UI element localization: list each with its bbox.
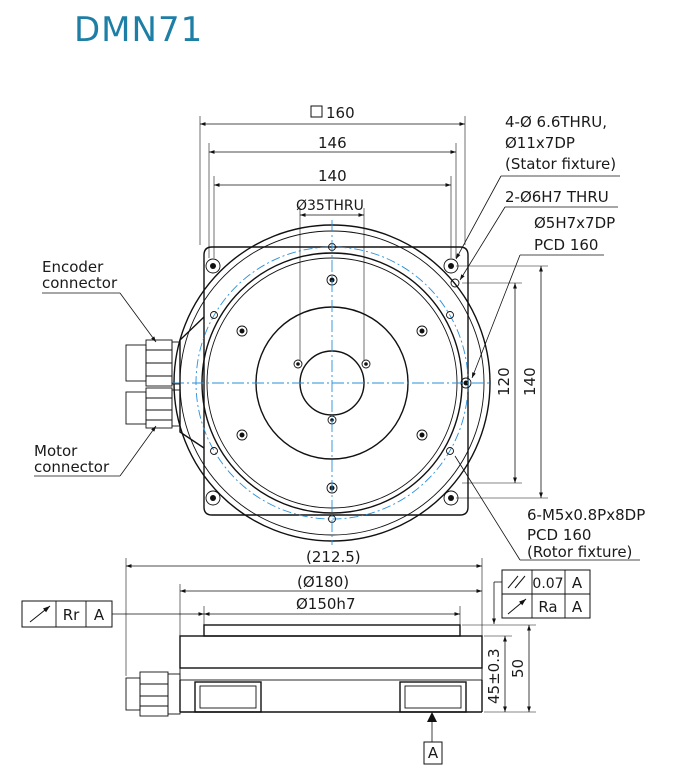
- side-view-dimensions: (212.5) (Ø180) Ø150h7 45±0.3 50: [125, 548, 536, 713]
- page-title: DMN71: [74, 10, 204, 50]
- top-view-dimensions: 160 146 140 Ø35THRU 120 140: [199, 104, 548, 499]
- svg-text:(Stator fixture): (Stator fixture): [505, 155, 616, 173]
- svg-text:A: A: [94, 606, 105, 624]
- svg-text:A: A: [572, 598, 583, 616]
- callout-rotor: 6-M5x0.8Px8DP PCD 160 (Rotor fixture): [454, 455, 645, 561]
- svg-text:Ø11x7DP: Ø11x7DP: [505, 134, 575, 152]
- motor-connector-shape: [125, 387, 181, 429]
- datum-a-box: [423, 741, 443, 765]
- svg-text:Encoder: Encoder: [42, 258, 104, 276]
- svg-text:PCD 160: PCD 160: [527, 526, 591, 544]
- svg-text:(Rotor fixture): (Rotor fixture): [527, 543, 632, 561]
- encoder-connector-shape: [125, 339, 181, 387]
- dim-146: 146: [318, 134, 347, 152]
- callout-motor: Motor connector: [34, 425, 157, 477]
- svg-text:4-Ø 6.6THRU,: 4-Ø 6.6THRU,: [505, 113, 607, 131]
- parallel-axial-tolerance-frame: 0.07 A Ra A: [492, 569, 591, 624]
- base-plate-outline: [203, 246, 469, 516]
- dim-square-160: 160: [326, 104, 355, 122]
- dim-h45: 45±0.3: [485, 648, 503, 704]
- dim-dia180: (Ø180): [297, 573, 349, 591]
- callout-pin: 2-Ø6H7 THRU Ø5H7x7DP PCD 160: [459, 188, 618, 379]
- svg-text:Motor: Motor: [34, 442, 78, 460]
- top-view: [125, 220, 492, 545]
- dim-v140: 140: [521, 367, 539, 396]
- side-view: A: [125, 624, 483, 765]
- svg-text:2-Ø6H7 THRU: 2-Ø6H7 THRU: [505, 188, 609, 206]
- dim-bore: Ø35THRU: [296, 198, 364, 214]
- svg-text:connector: connector: [42, 274, 118, 292]
- callout-encoder: Encoder connector: [42, 258, 157, 343]
- svg-text:0.07: 0.07: [532, 576, 563, 592]
- runout-tolerance-frame: Rr A: [21, 600, 204, 628]
- datum-a-label: A: [428, 744, 439, 762]
- svg-text:6-M5x0.8Px8DP: 6-M5x0.8Px8DP: [527, 506, 645, 524]
- dim-v120: 120: [495, 367, 513, 396]
- dim-h50: 50: [509, 659, 527, 678]
- svg-text:connector: connector: [34, 458, 110, 476]
- svg-text:A: A: [572, 574, 583, 592]
- svg-text:Ra: Ra: [538, 598, 557, 616]
- dim-overall: (212.5): [306, 548, 361, 566]
- dim-dia150: Ø150h7: [296, 595, 356, 613]
- svg-text:Ø5H7x7DP: Ø5H7x7DP: [534, 214, 615, 232]
- dim-140: 140: [318, 167, 347, 185]
- callout-stator: 4-Ø 6.6THRU, Ø11x7DP (Stator fixture): [455, 113, 620, 260]
- svg-text:Rr: Rr: [63, 606, 80, 624]
- svg-text:PCD 160: PCD 160: [534, 236, 598, 254]
